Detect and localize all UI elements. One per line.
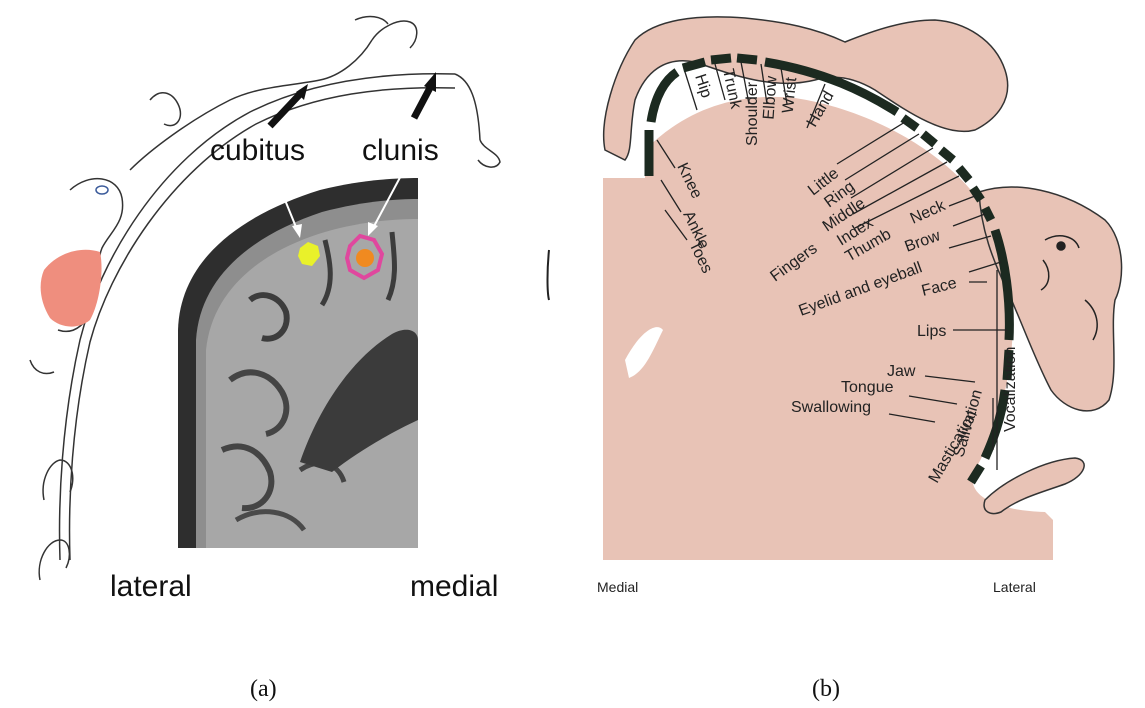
clunis-black-arrow xyxy=(414,84,432,118)
hip-label: Hip xyxy=(691,72,715,100)
lateral-label: lateral xyxy=(110,570,192,603)
lateral-label-b: Lateral xyxy=(993,579,1036,595)
medial-label-b: Medial xyxy=(597,579,638,595)
tongue-label: Tongue xyxy=(841,379,894,396)
left-edge-mark xyxy=(548,250,550,300)
jaw-label: Jaw xyxy=(887,363,916,380)
lips-region xyxy=(41,250,102,327)
cubitus-label: cubitus xyxy=(210,134,305,167)
caption-b: (b) xyxy=(812,676,840,703)
lips-label: Lips xyxy=(917,323,946,340)
clunis-activation-core xyxy=(356,249,374,267)
elbow-label: Elbow xyxy=(761,75,781,120)
clunis-label: clunis xyxy=(362,134,439,167)
shoulder-label: Shoulder xyxy=(744,81,761,146)
panel-b: Hip Trunk Shoulder Elbow Wrist Hand Litt… xyxy=(545,0,1145,610)
vocalization-label: Vocalization xyxy=(1002,347,1019,432)
medial-label: medial xyxy=(410,570,498,603)
panel-a-figure: cubitus clunis lateral medial xyxy=(0,0,530,630)
cortex-section xyxy=(603,97,1053,560)
swallowing-label: Swallowing xyxy=(791,399,871,416)
caption-a: (a) xyxy=(250,676,277,703)
panel-a: cubitus clunis lateral medial xyxy=(0,0,530,630)
panel-b-figure: Hip Trunk Shoulder Elbow Wrist Hand Litt… xyxy=(545,0,1145,610)
